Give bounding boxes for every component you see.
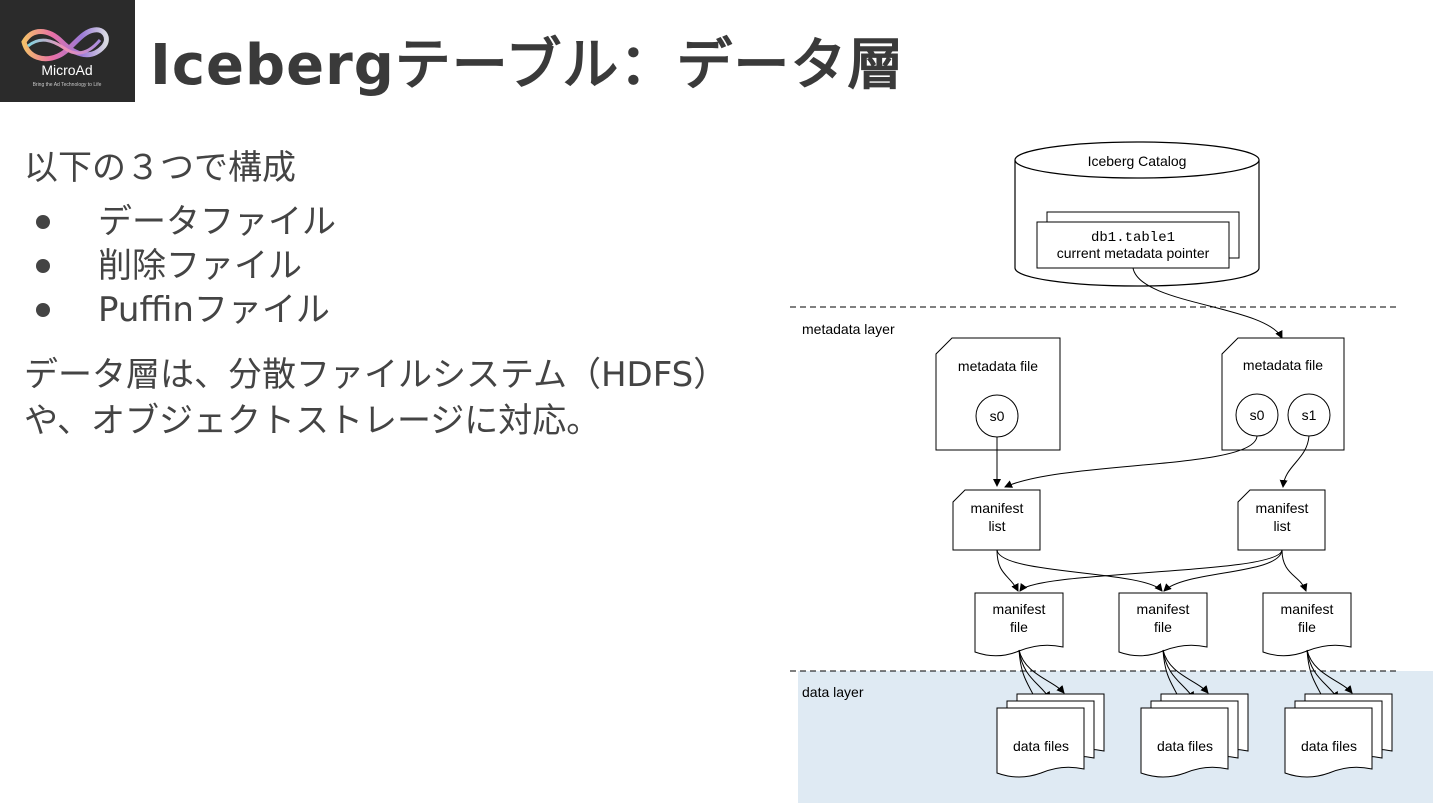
manifest-file: manifest file (1118, 592, 1208, 657)
bullet-list: データファイル 削除ファイル Puffinファイル (36, 200, 336, 332)
manifest-list-label: manifest (1256, 500, 1309, 516)
logo-tagline: Bring the Ad Technology to Life (33, 82, 102, 88)
data-layer-label: data layer (802, 684, 864, 700)
metadata-file: metadata file s0 (935, 337, 1061, 451)
pointer-arrow (1132, 267, 1283, 339)
bullet-dot-icon (36, 303, 50, 317)
data-files: data files (1284, 693, 1393, 778)
bullet-dot-icon (36, 215, 50, 229)
snapshot-arrow (1279, 435, 1310, 488)
data-files-label: data files (1301, 738, 1357, 754)
manifest-file: manifest file (974, 592, 1064, 657)
manifest-file-label: file (1154, 619, 1172, 635)
iceberg-catalog: Iceberg Catalog db1.table1 current metad… (1014, 141, 1260, 287)
bullet-dot-icon (36, 259, 50, 273)
manifest-arrow (1163, 549, 1283, 592)
bullet-label: データファイル (98, 202, 336, 242)
bullet-item: 削除ファイル (36, 244, 336, 288)
manifest-file-label: manifest (993, 601, 1046, 617)
logo-text: MicroAd (41, 62, 92, 78)
manifest-list: manifest list (952, 489, 1041, 551)
data-files: data files (1140, 693, 1249, 778)
snapshot-arrow (1004, 435, 1258, 488)
manifest-list-label: list (988, 518, 1005, 534)
description-line: データ層は、分散ファイルシステム（HDFS） (24, 355, 728, 395)
description: データ層は、分散ファイルシステム（HDFS） や、オブジェクトストレージに対応。 (24, 352, 784, 444)
data-files-label: data files (1013, 738, 1069, 754)
catalog-label: Iceberg Catalog (1088, 153, 1187, 169)
slide-title: Icebergテーブル：データ層 (150, 33, 905, 98)
manifest-list: manifest list (1237, 489, 1326, 551)
metadata-layer-label: metadata layer (802, 321, 895, 337)
data-files-label: data files (1157, 738, 1213, 754)
bullet-item: データファイル (36, 200, 336, 244)
data-files: data files (996, 693, 1105, 778)
bullet-item: Puffinファイル (36, 288, 336, 332)
manifest-list-label: manifest (971, 500, 1024, 516)
manifest-file-label: file (1010, 619, 1028, 635)
iceberg-architecture-diagram: Iceberg Catalog db1.table1 current metad… (790, 141, 1433, 803)
microad-logo: MicroAd Bring the Ad Technology to Life (0, 0, 135, 102)
metadata-file-label: metadata file (958, 358, 1038, 374)
bullet-label: 削除ファイル (98, 246, 302, 286)
manifest-arrow (1019, 549, 1283, 592)
metadata-file-label: metadata file (1243, 357, 1323, 373)
metadata-file: metadata file s0 s1 (1221, 337, 1345, 451)
manifest-file-label: file (1298, 619, 1316, 635)
manifest-file-label: manifest (1281, 601, 1334, 617)
snapshot-label: s1 (1302, 407, 1317, 423)
snapshot-label: s0 (1250, 407, 1265, 423)
bullet-label: Puffinファイル (98, 290, 330, 330)
manifest-list-label: list (1273, 518, 1290, 534)
table-name: db1.table1 (1091, 230, 1175, 246)
snapshot-label: s0 (990, 408, 1005, 424)
manifest-file: manifest file (1262, 592, 1352, 657)
metadata-pointer-label: current metadata pointer (1057, 245, 1210, 261)
manifest-arrow (996, 549, 1019, 592)
infinity-logo-icon: MicroAd Bring the Ad Technology to Life (21, 27, 109, 88)
table-entry (1036, 221, 1230, 269)
manifest-file-label: manifest (1137, 601, 1190, 617)
intro-text: 以下の３つで構成 (24, 148, 296, 188)
manifest-arrow (1281, 549, 1308, 592)
description-line: や、オブジェクトストレージに対応。 (24, 401, 601, 441)
manifest-arrow (996, 549, 1163, 592)
